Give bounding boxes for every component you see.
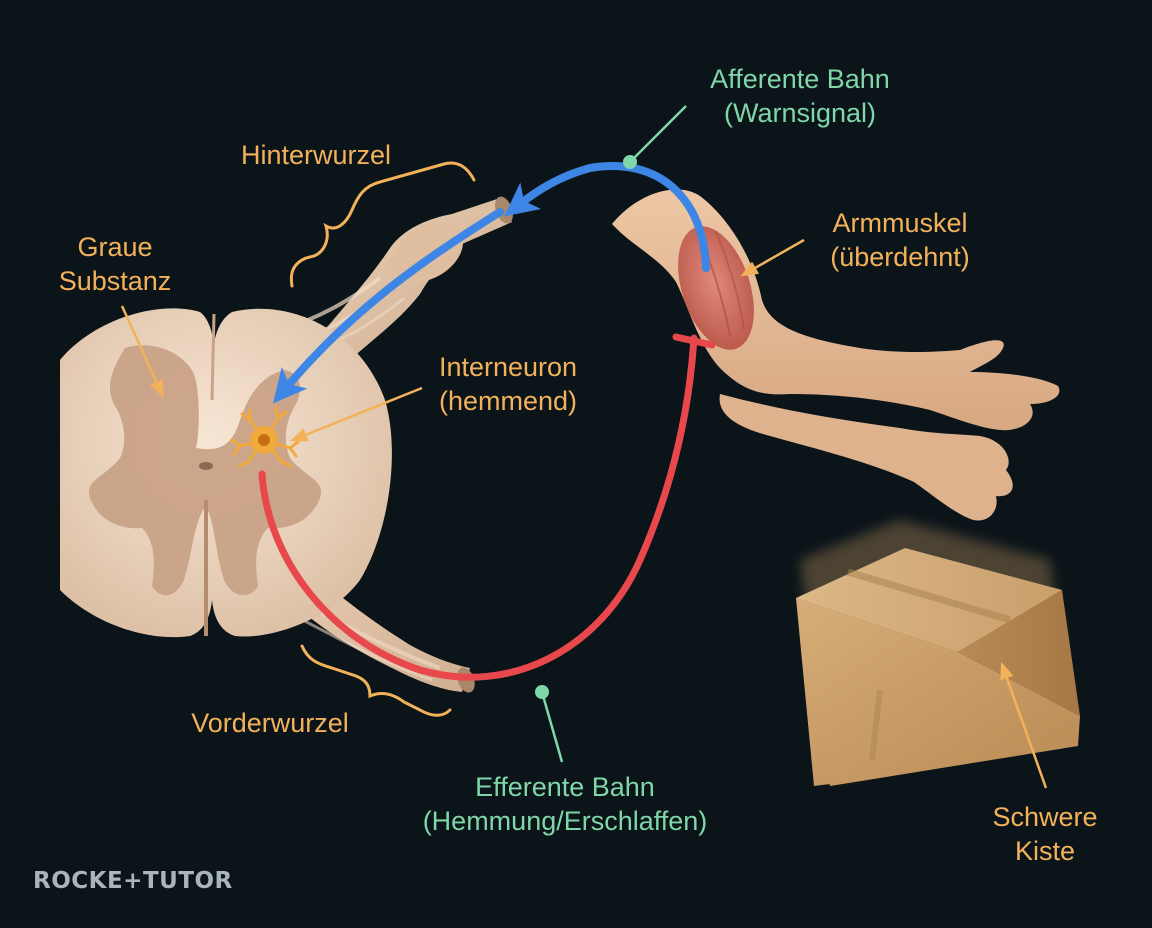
inhibition-bar xyxy=(672,333,716,349)
dorsal-root-brace xyxy=(289,161,476,288)
heavy-box-label-line2: Kiste xyxy=(1014,836,1076,866)
interneuron-callout xyxy=(289,386,423,442)
dorsal-root-label-text: Hinterwurzel xyxy=(240,140,392,170)
gray-matter-callout xyxy=(120,305,164,398)
efferent-label: Efferente Bahn (Hemmung/Erschlaffen) xyxy=(380,770,750,838)
efferent-label-line1: Efferente Bahn xyxy=(475,772,655,802)
ventral-root-label: Vorderwurzel xyxy=(160,706,380,740)
spinal-cord-cross-section xyxy=(60,196,513,693)
afferent-path-in-root xyxy=(273,208,504,404)
afferent-label: Afferente Bahn (Warnsignal) xyxy=(670,62,930,130)
ventral-root-brace xyxy=(300,644,452,717)
brand-logo: ROCKE+TUTOR xyxy=(33,868,233,894)
afferent-path-arrow xyxy=(504,162,710,272)
arm-muscle-label-line1: Armmuskel xyxy=(832,208,968,238)
dorsal-root-label: Hinterwurzel xyxy=(206,138,426,172)
gray-matter-label: Graue Substanz xyxy=(30,230,200,298)
heavy-box-label-line1: Schwere xyxy=(992,802,1098,832)
afferent-label-line2: (Warnsignal) xyxy=(723,98,877,128)
ventral-root-label-text: Vorderwurzel xyxy=(191,708,349,738)
arm-muscle-callout xyxy=(740,238,805,277)
gray-matter-label-line1: Graue xyxy=(77,232,153,262)
afferent-callout xyxy=(623,105,687,169)
heavy-box-callout xyxy=(1000,661,1048,789)
efferent-label-line2: (Hemmung/Erschlaffen) xyxy=(422,806,708,836)
efferent-path xyxy=(258,334,698,681)
gray-matter-label-line2: Substanz xyxy=(58,266,172,296)
interneuron xyxy=(230,406,300,468)
heavy-box xyxy=(796,520,1080,786)
interneuron-label-line2: (hemmend) xyxy=(438,386,578,416)
afferent-label-line1: Afferente Bahn xyxy=(710,64,890,94)
efferent-callout xyxy=(535,685,564,763)
heavy-box-label: Schwere Kiste xyxy=(970,800,1120,868)
interneuron-label-line1: Interneuron xyxy=(438,352,578,382)
interneuron-label: Interneuron (hemmend) xyxy=(408,350,608,418)
arm-muscle xyxy=(678,226,754,350)
arm-muscle-label-line2: (überdehnt) xyxy=(830,242,970,272)
arm-muscle-label: Armmuskel (überdehnt) xyxy=(800,206,1000,274)
